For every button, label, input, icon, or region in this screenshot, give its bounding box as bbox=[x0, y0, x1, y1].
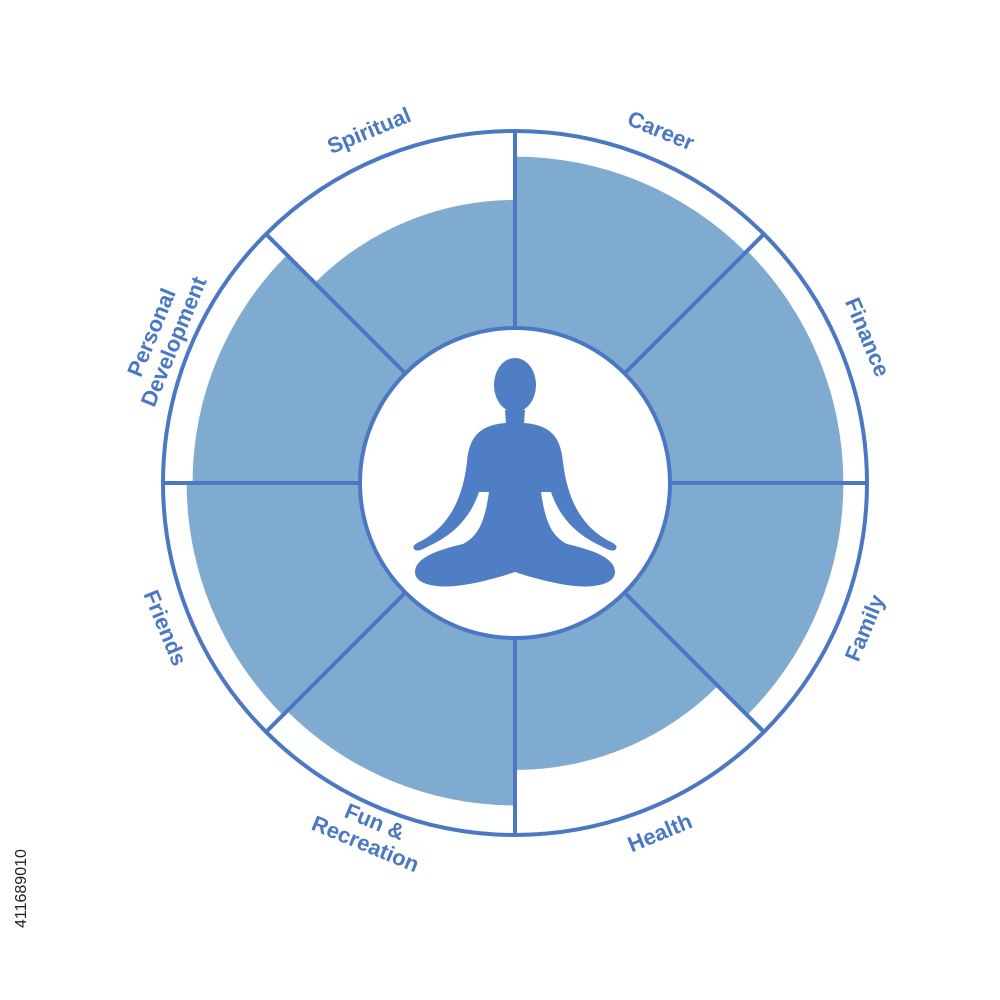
segment-divider bbox=[623, 232, 766, 375]
stock-id-label: 411689010 bbox=[13, 849, 30, 928]
segment-divider bbox=[264, 591, 407, 734]
meditating-person-icon bbox=[413, 358, 617, 587]
segment-divider bbox=[264, 232, 407, 375]
segment-label-career: Career bbox=[624, 105, 698, 155]
stock-id-text: 411689010 bbox=[0, 760, 34, 930]
segment-label-fun-recreation: Fun &Recreation bbox=[308, 788, 432, 877]
segment-label-line: Career bbox=[624, 105, 698, 155]
segment-dividers bbox=[163, 131, 867, 835]
segment-divider bbox=[623, 591, 766, 734]
